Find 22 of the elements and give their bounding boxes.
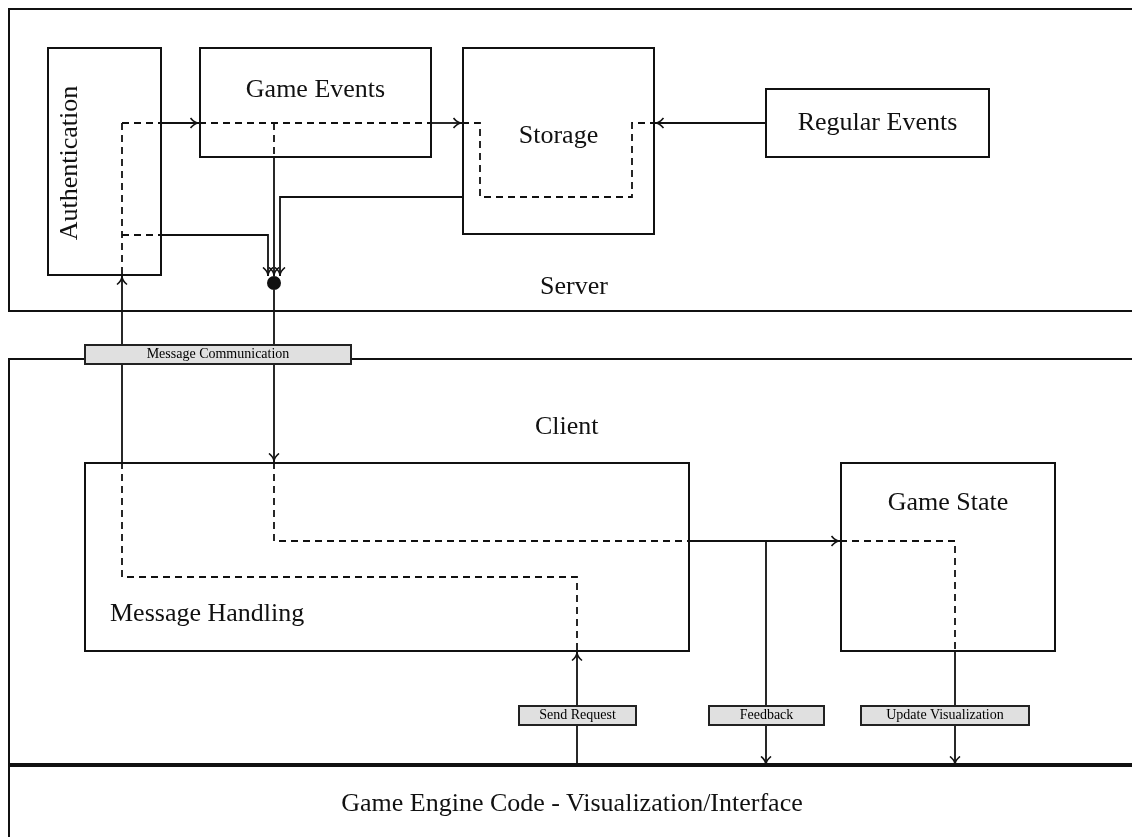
box-title: Game Engine Code - Visualization/Interface	[340, 789, 804, 818]
box-title: Game State	[886, 488, 1010, 517]
edge-label: Feedback	[708, 705, 825, 726]
box-title: Server	[540, 272, 608, 301]
band-box	[8, 765, 1132, 837]
box-title: Message Handling	[110, 599, 305, 628]
box-title: Storage	[517, 121, 600, 150]
junction-dot	[267, 276, 281, 290]
edge-label: Send Request	[518, 705, 637, 726]
process-box	[840, 462, 1056, 652]
process-box	[84, 462, 690, 652]
box-title: Authentication	[54, 85, 84, 241]
container-box	[8, 8, 1132, 312]
edge-label: Message Communication	[84, 344, 352, 365]
box-title: Regular Events	[796, 108, 959, 137]
box-title: Client	[535, 412, 599, 441]
box-title: Game Events	[244, 75, 387, 104]
process-box	[199, 47, 432, 158]
process-box	[462, 47, 655, 235]
process-box	[765, 88, 990, 158]
edge-label: Update Visualization	[860, 705, 1030, 726]
process-box	[47, 47, 162, 276]
